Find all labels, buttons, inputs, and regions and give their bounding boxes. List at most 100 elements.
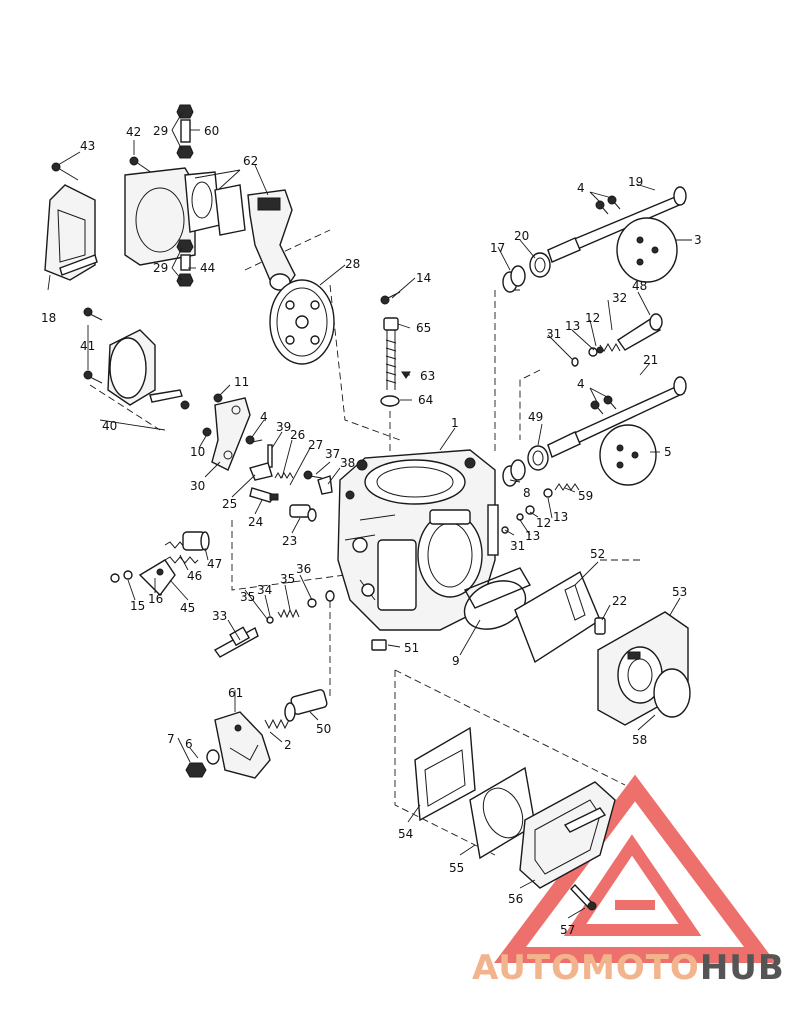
callout-62: 62 [243,154,258,168]
callout-25: 25 [222,497,237,511]
callout-64: 64 [418,393,433,407]
callout-labels: 1 2 3 4 4 4 5 6 7 8 9 10 11 12 12 13 13 … [41,124,702,937]
callout-50: 50 [316,722,331,736]
spring-34-35-36 [266,590,335,624]
callout-61: 61 [228,686,243,700]
callout-48: 48 [632,279,647,293]
washer-64 [380,395,400,407]
callout-4b: 4 [260,410,268,424]
callout-12a: 12 [585,311,600,325]
cover-62 [184,171,296,291]
callout-15: 15 [130,599,145,613]
plate-5 [599,424,657,486]
callout-57: 57 [560,923,575,937]
ring-13-12 [588,346,604,357]
nut-29-top [176,104,194,159]
shaft-19 [547,186,687,263]
screws-4-mid [590,395,617,415]
callout-44: 44 [200,261,215,275]
lever-25 [249,462,273,481]
plate-56 [519,781,616,889]
parts-12-13-31-mid [501,505,535,534]
callout-58: 58 [632,733,647,747]
callout-31a: 31 [546,327,561,341]
callout-27: 27 [308,438,323,452]
plate-30 [211,397,251,471]
gasket-54 [414,726,476,822]
callout-12b: 12 [536,516,551,530]
bushing-20 [529,252,551,278]
watermark-hub: HUB [699,948,785,988]
throttle-bracket-18 [44,184,98,281]
callout-6: 6 [185,737,193,751]
callout-42: 42 [126,125,141,139]
callout-65: 65 [416,321,431,335]
callout-38: 38 [340,456,355,470]
callout-54: 54 [398,827,413,841]
callout-22: 22 [612,594,627,608]
callout-8: 8 [523,486,531,500]
callout-63: 63 [420,369,435,383]
diaphragm-9 [463,567,532,630]
callout-49: 49 [528,410,543,424]
callout-20: 20 [514,229,529,243]
seat-23 [289,504,317,522]
callout-46: 46 [187,569,202,583]
watermark-triangle-logo [494,774,776,963]
lever-61 [214,711,271,779]
screw-4-left [245,435,263,445]
callout-3: 3 [694,233,702,247]
callout-5: 5 [664,445,672,459]
o-rings-8 [502,459,526,487]
callout-11: 11 [234,375,249,389]
gasket-plate [124,167,196,266]
callout-24: 24 [248,515,263,529]
clip-38 [317,475,333,495]
screws-4-top [595,195,621,215]
o-ring-58 [653,668,691,718]
shaft-21 [547,376,687,458]
bushing-49 [527,445,549,471]
callout-60: 60 [204,124,219,138]
callout-4c: 4 [577,377,585,391]
nut-51 [371,639,387,651]
callout-31b: 31 [510,539,525,553]
callout-13c: 13 [525,529,540,543]
plate-3 [616,217,678,283]
callout-47: 47 [207,557,222,571]
screw-14 [380,291,401,305]
callout-30: 30 [190,479,205,493]
callout-9: 9 [452,654,460,668]
callout-7: 7 [167,732,175,746]
callout-10: 10 [190,445,205,459]
shaft-50 [284,689,328,722]
callout-41: 41 [80,339,95,353]
callout-39: 39 [276,420,291,434]
callout-19: 19 [628,175,643,189]
callout-28: 28 [345,257,360,271]
screw-65 [383,317,399,390]
callout-51: 51 [404,641,419,655]
callout-29a: 29 [153,124,168,138]
screw-59 [543,483,580,498]
spring-26 [274,472,294,479]
watermark-moto: MOTO [580,948,700,988]
callout-34: 34 [257,583,272,597]
callout-16: 16 [148,592,163,606]
callout-17: 17 [490,241,505,255]
callout-56: 56 [508,892,523,906]
nut-7 [185,762,207,778]
callout-23: 23 [282,534,297,548]
callout-35a: 35 [240,590,255,604]
nut-29-bottom [176,239,194,287]
cover-40 [107,329,190,410]
callout-43: 43 [80,139,95,153]
callout-32: 32 [612,291,627,305]
callout-36: 36 [296,562,311,576]
callout-33: 33 [212,609,227,623]
screw-33 [213,626,259,658]
o-ring-31-top [571,357,579,367]
screw-57 [570,883,597,911]
callout-26: 26 [290,428,305,442]
